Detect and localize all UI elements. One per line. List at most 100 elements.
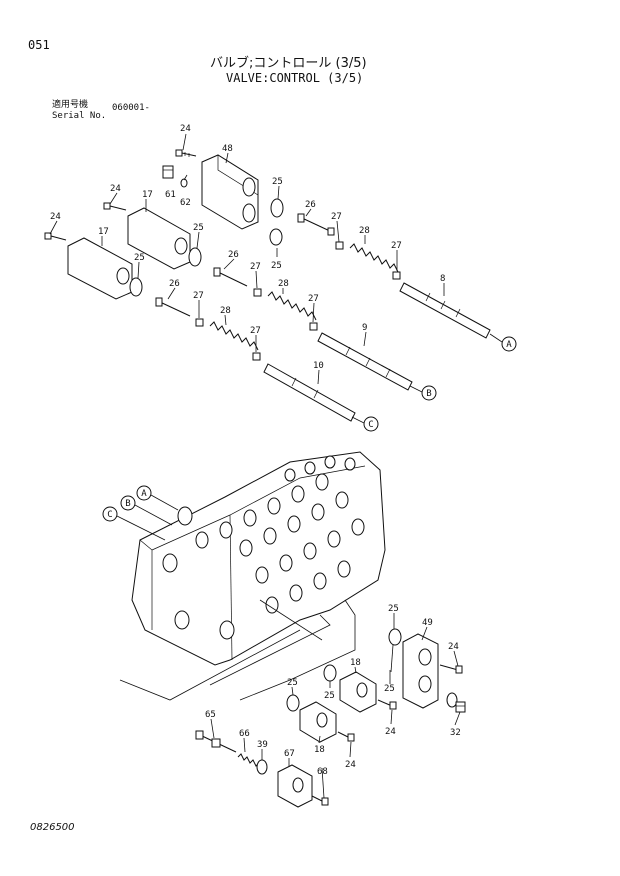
callout-number: 17 (142, 190, 153, 200)
valve-body-housing (131, 451, 386, 666)
callout-number: 25 (388, 604, 399, 614)
bolt-part (439, 664, 463, 674)
bolt-part-68 (311, 795, 329, 806)
cover-part-49 (402, 633, 439, 709)
callout-number: 25 (384, 684, 395, 694)
callout-number: 25 (134, 253, 145, 263)
page-number: 051 (28, 38, 50, 52)
stopper-part-26 (297, 213, 335, 236)
callout-number: 24 (385, 727, 396, 737)
svg-text:B: B (125, 499, 130, 509)
cover-part-17 (67, 237, 133, 300)
callout-number: 32 (450, 728, 461, 738)
title-japanese: バルブ;コントロール (3/5) (210, 56, 367, 71)
callout-number: 18 (350, 658, 361, 668)
seat-part-27 (253, 288, 262, 297)
callout-number: 67 (284, 749, 295, 759)
bolt-part (175, 149, 197, 157)
plug-part-61 (162, 165, 188, 188)
callout-number: 26 (169, 279, 180, 289)
callout-number: 25 (193, 223, 204, 233)
callout-number: 10 (313, 361, 324, 371)
callout-number: 24 (180, 124, 191, 134)
callout-number: 25 (324, 691, 335, 701)
plug-part-32 (455, 701, 466, 713)
port-marker-c: C (363, 416, 379, 432)
spring-part-28 (209, 321, 259, 351)
o-ring-part (269, 228, 283, 246)
callout-number: 39 (257, 740, 268, 750)
callout-number: 25 (271, 261, 282, 271)
cover-part-48 (201, 154, 259, 230)
callout-number: 26 (228, 250, 239, 260)
callout-number: 28 (359, 226, 370, 236)
callout-number: 24 (448, 642, 459, 652)
callout-number: 25 (287, 678, 298, 688)
callout-number: 49 (422, 618, 433, 628)
callout-number: 28 (278, 279, 289, 289)
bolt-part (44, 232, 67, 241)
port-marker-b: B (421, 385, 437, 401)
o-ring-part (129, 277, 143, 297)
callout-number: 68 (317, 767, 328, 777)
seat-part-27 (195, 318, 204, 327)
serial-label-japanese: 適用号機 (52, 100, 89, 110)
o-ring-part (446, 692, 458, 708)
callout-number: 27 (331, 212, 342, 222)
callout-number: 27 (308, 294, 319, 304)
seat-part-27 (335, 241, 344, 250)
seat-part-27 (252, 352, 261, 361)
bolt-part (337, 731, 355, 742)
callout-number: 66 (239, 729, 250, 739)
o-ring-part (270, 198, 284, 218)
svg-text:A: A (141, 489, 147, 499)
callout-number: 27 (250, 326, 261, 336)
callout-number: 61 (165, 190, 176, 200)
callout-number: 24 (345, 760, 356, 770)
spool-part-9 (317, 332, 413, 391)
o-ring-part (323, 664, 337, 682)
callout-number: 62 (180, 198, 191, 208)
spring-part-66 (237, 753, 260, 767)
seat-part-27 (392, 271, 401, 280)
o-ring-part (286, 694, 300, 712)
stopper-part-65 (195, 730, 237, 753)
spool-part-8 (399, 282, 491, 339)
callout-number: 27 (391, 241, 402, 251)
svg-text:B: B (426, 389, 431, 399)
callout-number: 27 (193, 291, 204, 301)
svg-text:C: C (368, 420, 373, 430)
port-marker-a: A (501, 336, 517, 352)
callout-number: 18 (314, 745, 325, 755)
o-ring-part-39 (256, 759, 268, 775)
callout-number: 9 (362, 323, 367, 333)
stopper-part-26 (155, 297, 191, 317)
spool-part-10 (263, 363, 356, 422)
callout-number: 26 (305, 200, 316, 210)
svg-text:A: A (506, 340, 512, 350)
port-marker-c: C (102, 506, 118, 522)
title-english: VALVE:CONTROL (3/5) (226, 71, 364, 85)
serial-value: 060001- (112, 103, 150, 113)
callout-number: 24 (110, 184, 121, 194)
bolt-part (103, 202, 127, 211)
seat-part-27 (309, 322, 318, 331)
callout-number: 27 (250, 262, 261, 272)
cover-part-18 (299, 701, 337, 743)
callout-number: 25 (272, 177, 283, 187)
callout-number: 28 (220, 306, 231, 316)
stopper-part-26 (213, 267, 248, 287)
port-marker-b: B (120, 495, 136, 511)
document-number: 0826500 (30, 822, 75, 833)
port-marker-a: A (136, 485, 152, 501)
callout-number: 24 (50, 212, 61, 222)
o-ring-part (388, 628, 402, 646)
o-ring-part (188, 247, 202, 267)
spring-part-28 (349, 243, 399, 273)
svg-text:C: C (107, 510, 112, 520)
bolt-part (377, 699, 397, 710)
cover-part-67 (277, 764, 313, 808)
callout-number: 17 (98, 227, 109, 237)
cover-part-18 (339, 671, 377, 713)
